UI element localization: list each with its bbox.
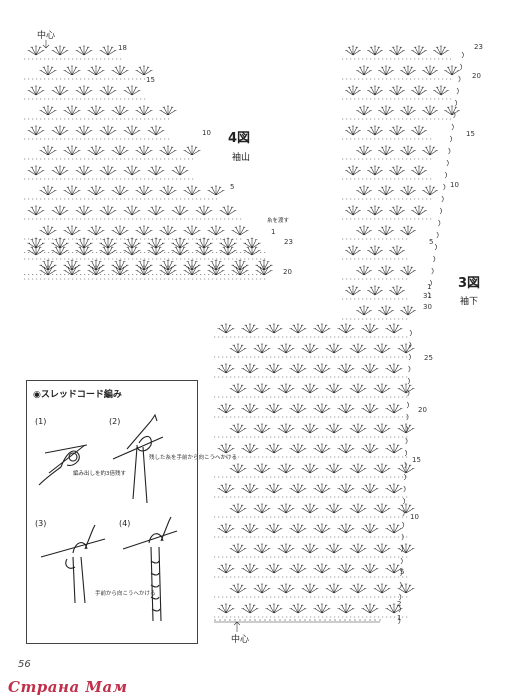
fig4-row-5: 5 bbox=[230, 183, 235, 191]
fig4-row-18: 18 bbox=[118, 44, 127, 52]
fig3-row-20: 20 bbox=[472, 72, 481, 80]
fig3-row-2: 2 bbox=[397, 600, 402, 608]
fig4-subtitle: 袖山 bbox=[232, 153, 251, 163]
fig4-row-1: 1 bbox=[271, 228, 276, 236]
fig4-row-10: 10 bbox=[202, 129, 211, 137]
fig4-row-20: 20 bbox=[283, 268, 292, 276]
fig3-row-5: 5 bbox=[429, 238, 434, 246]
watermark: Страна Мам bbox=[8, 678, 128, 696]
step-3-note: 手前から向こうへかける bbox=[95, 591, 156, 597]
fig3-row-5b: 5 bbox=[400, 568, 405, 576]
thread-cord-panel: ◉スレッドコード編み (1) (2) (3) (4) 編み出しを約3倍残す 残し… bbox=[26, 380, 237, 644]
fig4-center-label: 中心 bbox=[37, 31, 56, 41]
fig3-row-20b: 20 bbox=[418, 406, 427, 414]
fig4-row-15: 15 bbox=[146, 76, 155, 84]
step-1-label: (1) bbox=[35, 417, 47, 426]
fig3-title: 3図 bbox=[458, 276, 481, 291]
fig3-row-15b: 15 bbox=[412, 456, 421, 464]
fig3-row-1: 1 bbox=[427, 283, 432, 291]
fig3-row-10: 10 bbox=[450, 181, 459, 189]
thread-cord-diagrams bbox=[38, 413, 178, 622]
page-number: 56 bbox=[18, 659, 31, 670]
fig3-row-31: 31 bbox=[423, 292, 432, 300]
fig3-row-30: 30 bbox=[423, 303, 432, 311]
step-1-note: 編み出しを約3倍残す bbox=[73, 471, 126, 477]
fig4-note: 糸を渡す bbox=[267, 218, 290, 224]
step-2-note: 残した糸を手前から向こうへかける bbox=[149, 455, 238, 461]
fig3-row-25: 25 bbox=[424, 354, 433, 362]
fig4-row-23: 23 bbox=[284, 238, 293, 246]
step-2-label: (2) bbox=[109, 417, 121, 426]
step-4-label: (4) bbox=[119, 519, 131, 528]
fig3-row-23: 23 bbox=[474, 43, 483, 51]
fig4-title: 4図 bbox=[228, 131, 251, 146]
step-3-label: (3) bbox=[35, 519, 47, 528]
fig3-row-15: 15 bbox=[466, 130, 475, 138]
fig3-row-10b: 10 bbox=[410, 513, 419, 521]
thread-cord-title: ◉スレッドコード編み bbox=[33, 390, 122, 400]
fig3-center-label: 中心 bbox=[231, 635, 250, 645]
fig3-row-1b: 1 bbox=[397, 614, 402, 622]
fig3-subtitle: 袖下 bbox=[460, 297, 479, 307]
